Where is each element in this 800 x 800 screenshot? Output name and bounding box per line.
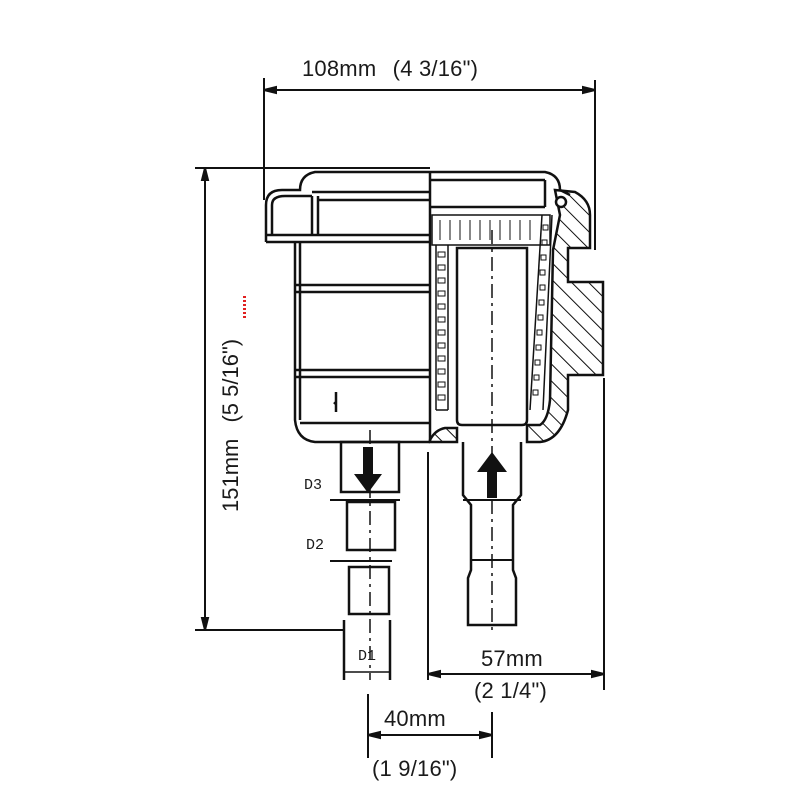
height-imperial: (5 5/16"): [218, 338, 243, 423]
d2-label: D2: [306, 537, 325, 554]
outlet-flow-arrow: [477, 452, 507, 498]
width-dimension-label: 108mm (4 3/16"): [302, 56, 478, 82]
height-metric: 151mm: [218, 438, 243, 512]
inlet-offset-imperial: (1 9/16"): [372, 756, 458, 781]
standpipe: [455, 230, 529, 630]
mesh-dots: [437, 220, 549, 401]
width-metric: 108mm: [302, 56, 377, 81]
housing-body: [264, 170, 571, 444]
spellcheck-underline: [243, 296, 246, 320]
d1-label: D1: [358, 648, 377, 665]
outlet-offset-dimension-line: [427, 378, 605, 690]
inlet-hose-barb: [330, 430, 401, 680]
inlet-flow-arrow: [354, 447, 382, 493]
width-imperial: (4 3/16"): [392, 56, 479, 81]
outlet-offset-metric: 57mm: [481, 646, 543, 671]
inlet-offset-metric: 40mm: [384, 706, 446, 731]
width-dimension-line: [263, 78, 596, 250]
inlet-offset-dimension-line: [367, 694, 493, 758]
d3-label: D3: [304, 477, 323, 494]
outlet-hose-barb: [461, 442, 523, 627]
outlet-offset-imperial: (2 1/4"): [474, 678, 547, 703]
height-dimension-line: [195, 167, 430, 631]
filter-screen: [431, 214, 553, 411]
housing-wall-section: [428, 188, 605, 444]
height-dimension-label: 151mm (5 5/16"): [218, 339, 244, 512]
